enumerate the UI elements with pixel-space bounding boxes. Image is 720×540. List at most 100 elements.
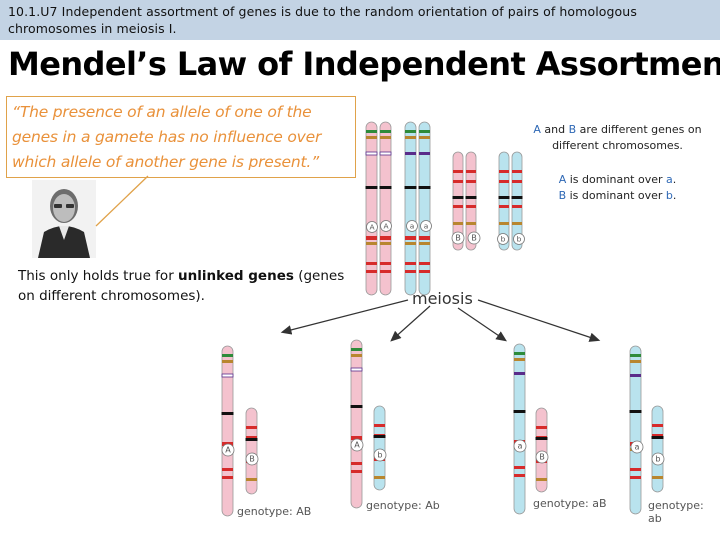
chromosome-band <box>630 374 641 377</box>
arrow-to-gamete-3 <box>458 308 505 340</box>
chromosome-band <box>405 270 416 273</box>
chromosome-band <box>514 358 525 361</box>
centromere <box>246 438 258 441</box>
chromosome-band <box>380 262 391 265</box>
chromosome-band <box>466 222 476 225</box>
chromosome-band <box>405 130 416 133</box>
chromosome-band <box>380 270 391 273</box>
allele-a-1-label: a <box>410 221 415 230</box>
allele-B-1-label: B <box>455 233 461 243</box>
centromere <box>374 435 386 438</box>
chromosome-pair1-blue-right <box>419 122 431 295</box>
chromosome-band <box>419 262 430 265</box>
chromosome-band <box>222 374 233 377</box>
chromosome-band <box>453 170 463 173</box>
chromosome-band <box>453 222 463 225</box>
chromosome-pair1-pink-right <box>380 122 392 295</box>
chromosome-band <box>351 368 362 371</box>
chromosome-band <box>453 205 463 208</box>
chromosome-band <box>405 136 416 139</box>
chromosome-band <box>514 466 525 469</box>
arrow-to-gamete-1 <box>283 300 408 332</box>
allele-B-2-label: B <box>471 233 477 243</box>
chromosome-body <box>405 122 416 295</box>
gamete4-chromosome-A <box>630 346 642 514</box>
chromosome-band <box>630 468 641 471</box>
gamete3-allele-A-label: a <box>518 441 523 451</box>
gamete3-chromosome-B <box>536 408 548 492</box>
gamete1-chromosome-A <box>222 346 234 516</box>
gamete2-chromosome-A <box>351 340 363 508</box>
allele-b-2-label: b <box>517 234 522 243</box>
chromosome-band <box>380 136 391 139</box>
chromosome-band <box>366 262 377 265</box>
chromosome-band <box>466 180 476 183</box>
centromere <box>366 186 378 189</box>
chromosome-band <box>514 372 525 375</box>
chromosome-band <box>419 242 430 245</box>
chromosome-pair1-blue-left <box>405 122 417 295</box>
chromosome-band <box>366 236 377 240</box>
chromosome-band <box>512 222 522 225</box>
centromere <box>222 412 234 415</box>
quote-connector-line <box>96 176 148 226</box>
gamete3-allele-B-label: B <box>539 452 545 462</box>
chromosome-band <box>536 478 547 481</box>
gamete2-chromosome-B <box>374 406 386 490</box>
chromosome-band <box>499 180 509 183</box>
chromosome-band <box>222 476 233 479</box>
gamete4-allele-A-label: a <box>635 442 640 452</box>
chromosome-band <box>419 130 430 133</box>
chromosome-band <box>652 476 663 479</box>
chromosome-band <box>351 354 362 357</box>
chromosome-band <box>351 470 362 473</box>
centromere <box>380 186 392 189</box>
chromosome-band <box>351 462 362 465</box>
chromosome-band <box>514 474 525 477</box>
centromere <box>512 196 523 199</box>
chromosome-band <box>380 152 391 155</box>
gamete4-chromosome-B <box>652 406 664 492</box>
chromosome-body <box>380 122 391 295</box>
chromosome-band <box>512 205 522 208</box>
chromosome-band <box>366 130 377 133</box>
centromere <box>499 196 510 199</box>
gamete4-allele-B-label: b <box>655 454 660 464</box>
chromosome-body <box>351 340 362 508</box>
gamete1-allele-B-label: B <box>249 454 255 464</box>
chromosome-band <box>366 136 377 139</box>
chromosome-band <box>512 180 522 183</box>
chromosome-band <box>419 236 430 240</box>
chromosome-band <box>499 222 509 225</box>
chromosome-band <box>366 270 377 273</box>
centromere <box>419 186 431 189</box>
chromosome-body <box>246 408 257 494</box>
chromosome-band <box>512 170 522 173</box>
chromosome-band <box>419 270 430 273</box>
chromosome-body <box>366 122 377 295</box>
chromosome-band <box>380 236 391 240</box>
chromosome-band <box>419 152 430 155</box>
chromosome-band <box>366 242 377 245</box>
chromosome-band <box>514 352 525 355</box>
chromosome-band <box>405 236 416 240</box>
chromosome-band <box>366 152 377 155</box>
chromosome-pair1-pink-left <box>366 122 378 295</box>
centromere <box>652 436 664 439</box>
chromosome-band <box>466 205 476 208</box>
chromosome-band <box>630 354 641 357</box>
centromere <box>351 405 363 408</box>
chromosome-band <box>374 476 385 479</box>
chromosome-body <box>514 344 525 514</box>
chromosome-band <box>419 136 430 139</box>
allele-A-2-label: A <box>383 221 388 230</box>
chromosome-band <box>246 426 257 429</box>
gamete3-chromosome-A <box>514 344 526 514</box>
chromosome-band <box>380 130 391 133</box>
gamete2-allele-B-label: b <box>377 450 382 460</box>
arrow-to-gamete-2 <box>392 306 430 340</box>
gamete2-allele-A-label: A <box>354 440 360 450</box>
chromosome-band <box>499 170 509 173</box>
chromosome-band <box>453 180 463 183</box>
